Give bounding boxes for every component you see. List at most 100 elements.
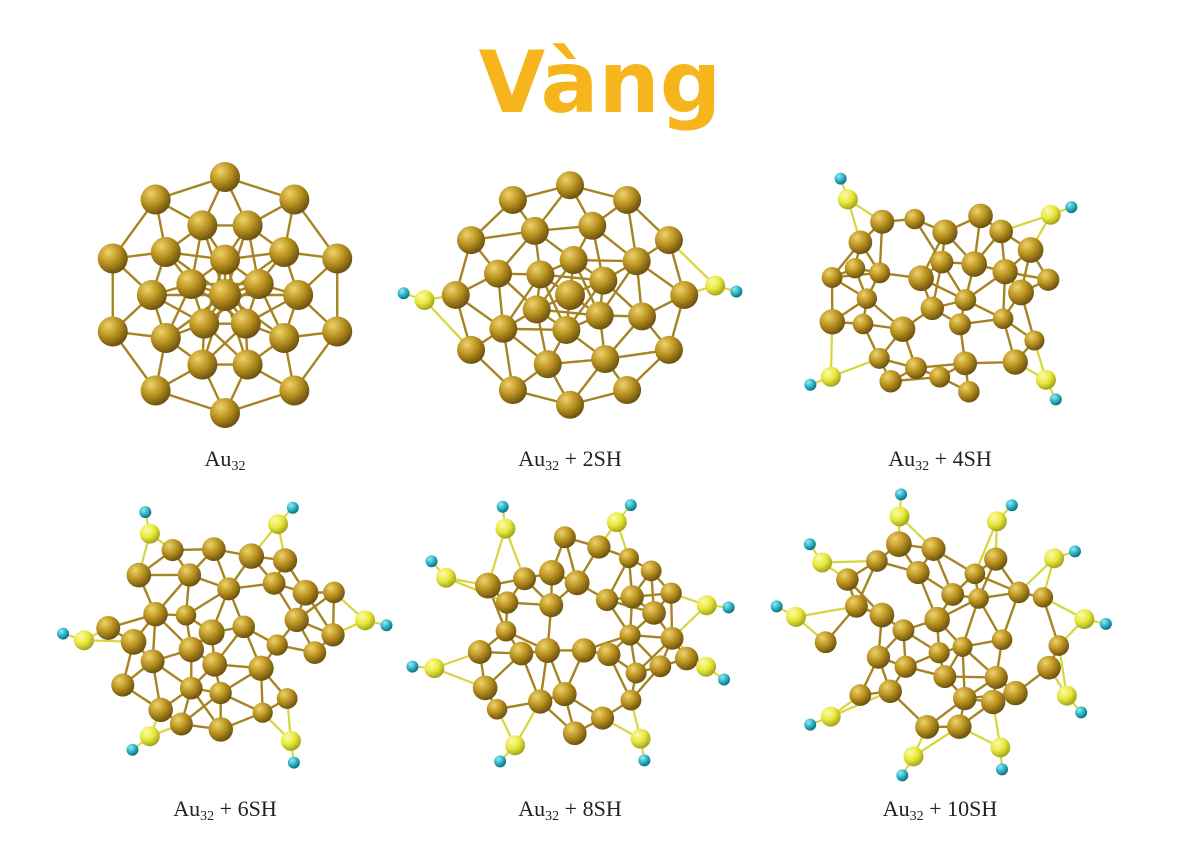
sulfur-atom [414,290,435,311]
gold-atom [836,568,859,591]
gold-atom [266,634,288,656]
gold-atom [1037,655,1061,680]
gold-atom [844,594,868,618]
gold-atom [187,210,218,241]
gold-atom [933,665,957,689]
gold-atom [590,706,615,730]
hydrogen-atom [57,627,70,640]
cluster-caption: Au32 + 10SH [882,796,998,824]
gold-atom [620,689,642,711]
gold-atom [618,547,640,569]
gold-atom [954,289,977,311]
gold-atom [111,673,135,697]
gold-atom [528,689,553,714]
gold-atom [964,563,986,585]
sulfur-atom [139,523,160,544]
gold-atom [269,323,300,354]
gold-atom [904,356,927,379]
gold-atom [97,243,128,274]
gold-atom [559,246,588,275]
gold-atom [248,655,274,681]
gold-atom [486,698,508,720]
sulfur-atom [280,730,301,751]
gold-atom [941,583,965,606]
gold-atom [1024,330,1045,351]
gold-atom [992,259,1018,285]
gold-atom [96,615,121,640]
gold-atom [992,308,1014,329]
gold-atom [869,602,895,628]
gold-atom [620,585,644,609]
gold-atom [120,629,147,655]
cluster-caption: Au32 [204,446,246,474]
cluster-panel: Au32 + 4SH [790,155,1090,485]
gold-atom [187,349,218,380]
gold-atom [457,226,486,255]
gold-atom [202,651,228,677]
gold-atom [587,535,611,559]
gold-atom [292,579,319,606]
sulfur-atom [355,610,376,631]
gold-atom [613,376,642,405]
gold-atom [483,259,512,288]
sulfur-atom [606,512,627,533]
cluster-panel: Au32 + 2SH [397,155,743,485]
gold-atom [495,620,517,642]
gold-atom [924,606,950,633]
gold-atom [562,721,587,746]
gold-atom [1002,349,1028,375]
gold-atom [513,567,536,591]
hydrogen-atom [1068,545,1081,558]
gold-atom [564,570,590,596]
gold-atom [1003,680,1028,706]
gold-atom [894,655,917,678]
gold-atom [654,335,683,364]
gold-atom [595,588,619,612]
gold-atom [622,247,651,276]
gold-atom [952,636,973,657]
gold-atom [552,315,581,344]
sulfur-atom [1044,548,1065,569]
gold-atom [279,184,310,215]
gold-atom [553,526,576,549]
gold-atom [856,288,878,309]
gold-atom [208,717,234,742]
gold-atom [555,280,585,310]
gold-atom [1017,237,1044,263]
hydrogen-atom [770,600,783,613]
hydrogen-atom [995,763,1008,776]
cluster-diagram [97,162,353,428]
cluster-panel: Au32 + 8SH [406,490,735,835]
hydrogen-atom [397,287,410,300]
gold-atom [238,543,265,569]
gold-atom [198,619,225,646]
atoms-layer [57,501,393,769]
hydrogen-atom [1065,201,1078,214]
gold-atom [556,171,584,200]
gold-atom [852,313,874,335]
gold-atom [552,682,577,707]
gold-atom [217,577,241,601]
gold-atom [269,236,300,267]
gold-atom [870,209,895,234]
sulfur-atom [1040,204,1061,225]
hydrogen-atom [1005,499,1018,512]
gold-atom [947,714,972,739]
cluster-caption: Au32 + 6SH [173,796,277,824]
gold-atom [232,210,263,241]
gold-atom [474,572,501,599]
gold-atom [670,281,699,309]
gold-atom [619,624,641,646]
gold-atom [991,629,1013,650]
gold-atom [1037,268,1060,291]
gold-atom [175,605,197,626]
atoms-layer [406,499,735,768]
gold-atom [660,582,682,604]
gold-atom [989,219,1013,244]
sulfur-atom [812,552,833,573]
gold-atom [821,267,843,288]
gold-atom [1032,587,1054,608]
sulfur-atom [696,595,717,616]
gold-atom [495,591,519,614]
